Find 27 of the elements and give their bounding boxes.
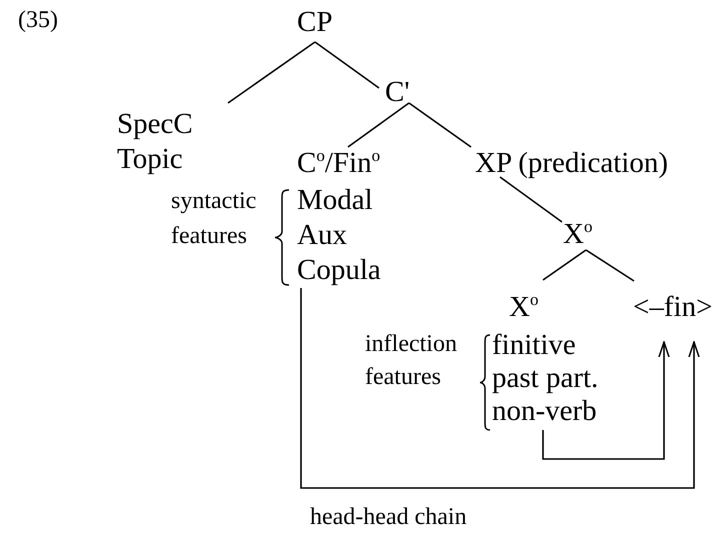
tree-branch	[500, 176, 562, 223]
arrow	[542, 341, 670, 460]
example-number: (35)	[18, 6, 58, 34]
tree-node-label: CP	[297, 5, 332, 40]
tree-branch	[408, 102, 472, 148]
tree-node-label: X$^{o}$	[509, 290, 538, 325]
tree-node-label: XP (predication)	[475, 146, 668, 181]
tree-node-label: Aux	[297, 218, 348, 253]
tree-node-label: Copula	[297, 253, 381, 288]
tree-node-label: finitive	[492, 329, 577, 362]
tree-branch	[314, 41, 380, 89]
tree-node-label: C'	[385, 75, 410, 110]
tree-branch	[542, 249, 586, 281]
tree-node-label: Modal	[297, 183, 374, 218]
tree-node-label: non-verb	[492, 395, 598, 428]
tree-node-label: SpecC	[117, 107, 193, 142]
tree-node-label: <–fin>	[633, 290, 712, 325]
tree-node-label: Topic	[117, 142, 184, 177]
tree-branch	[586, 249, 634, 282]
tree-node-label: X$^{o}$	[563, 217, 592, 252]
tree-branch	[348, 102, 410, 148]
tree-node-label: past part.	[492, 362, 598, 395]
feature-annotation: syntactic features	[171, 187, 258, 251]
arrow	[300, 288, 700, 489]
feature-annotation: inflection features	[365, 330, 458, 392]
tree-node-label: C$^{o}$/Fin$^{o}$	[297, 146, 380, 181]
tree-branch	[228, 41, 316, 104]
